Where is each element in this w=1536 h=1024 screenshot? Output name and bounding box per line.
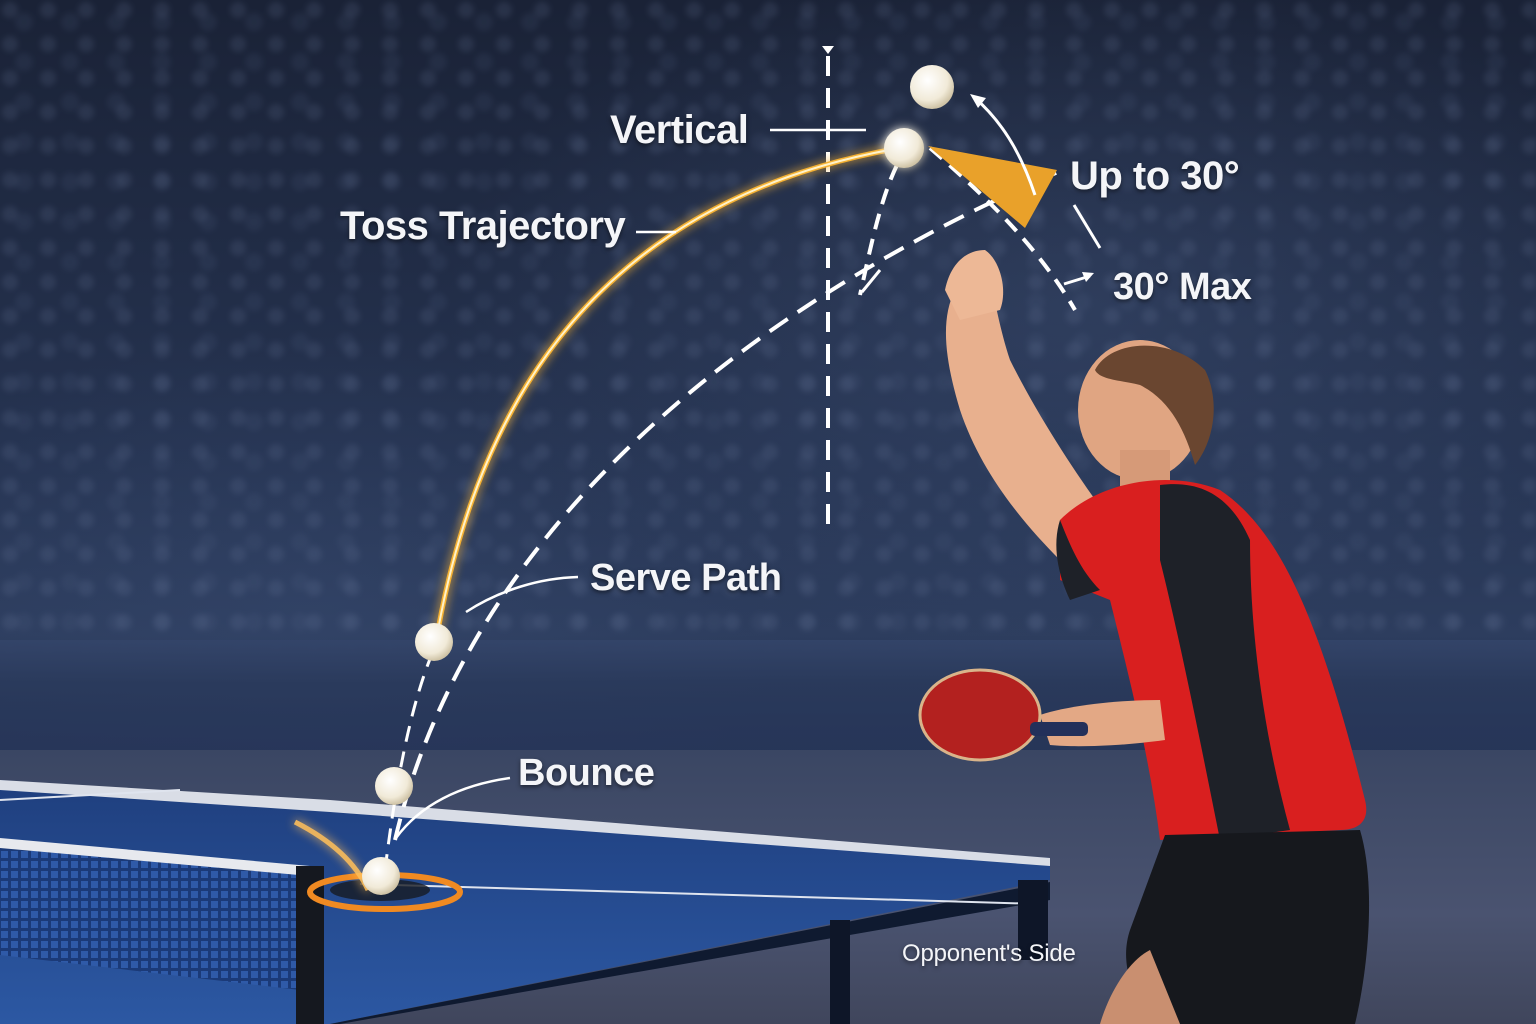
toss-trajectory-label: Toss Trajectory (340, 204, 626, 248)
bounce-label: Bounce (518, 752, 655, 794)
ball-peak (884, 128, 924, 168)
ball-top (910, 65, 954, 109)
paddle (918, 668, 1088, 762)
player-figure (945, 250, 1370, 1024)
up-to-30-arrow (974, 96, 1037, 196)
vertical-label: Vertical (610, 108, 749, 152)
ping-pong-balls (362, 65, 954, 895)
up-to-30-label: Up to 30° (1070, 154, 1240, 198)
ball-above-table (375, 767, 413, 805)
bounce-leader (394, 776, 511, 839)
blurred-crowd-background (0, 0, 1536, 650)
vertical-reference-line (770, 46, 866, 530)
serve-path-label: Serve Path (590, 557, 782, 599)
serve-path-leader (465, 575, 579, 614)
serve-path-dashed-arc (393, 170, 1059, 841)
angle-wedge (928, 146, 1057, 228)
max-30-label: 30° Max (1113, 266, 1252, 308)
ball-mid (415, 623, 453, 661)
ball-bounce (362, 857, 400, 895)
opponents-side-label: Opponent's Side (902, 940, 1076, 967)
